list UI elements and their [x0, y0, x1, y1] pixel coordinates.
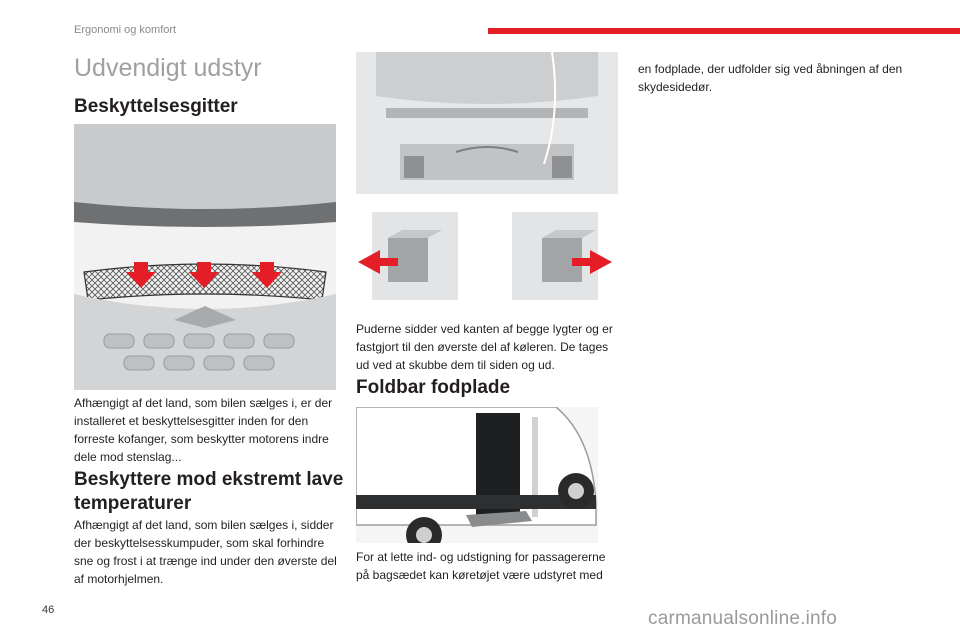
grille-description: Afhængigt af det land, som bilen sælges … [74, 396, 333, 464]
heading-folding-step: Foldbar fodplade [356, 377, 511, 398]
heading-grille: Beskyttelsesgitter [74, 96, 238, 117]
watermark: carmanualsonline.info [648, 608, 838, 629]
section-label: Ergonomi og komfort [74, 24, 177, 36]
section-accent-bar [488, 28, 960, 34]
engine-bay-illustration [356, 52, 618, 194]
grille-illustration [74, 124, 336, 390]
pads-description: Puderne sidder ved kanten af begge lygte… [356, 322, 613, 372]
page-title: Udvendigt udstyr [74, 54, 262, 82]
step-description-start: For at lette ind- og udstigning for pass… [356, 550, 606, 582]
van-step-illustration [356, 407, 598, 543]
cold-protection-description: Afhængigt af det land, som bilen sælges … [74, 518, 337, 586]
step-description-end: en fodplade, der udfolder sig ved åbning… [638, 62, 903, 94]
pad-detail-right [510, 210, 614, 302]
page-number: 46 [42, 604, 55, 616]
pad-detail-left [356, 210, 460, 302]
heading-cold-protection: Beskyttere mod ekstremt lave temperature… [74, 469, 344, 514]
